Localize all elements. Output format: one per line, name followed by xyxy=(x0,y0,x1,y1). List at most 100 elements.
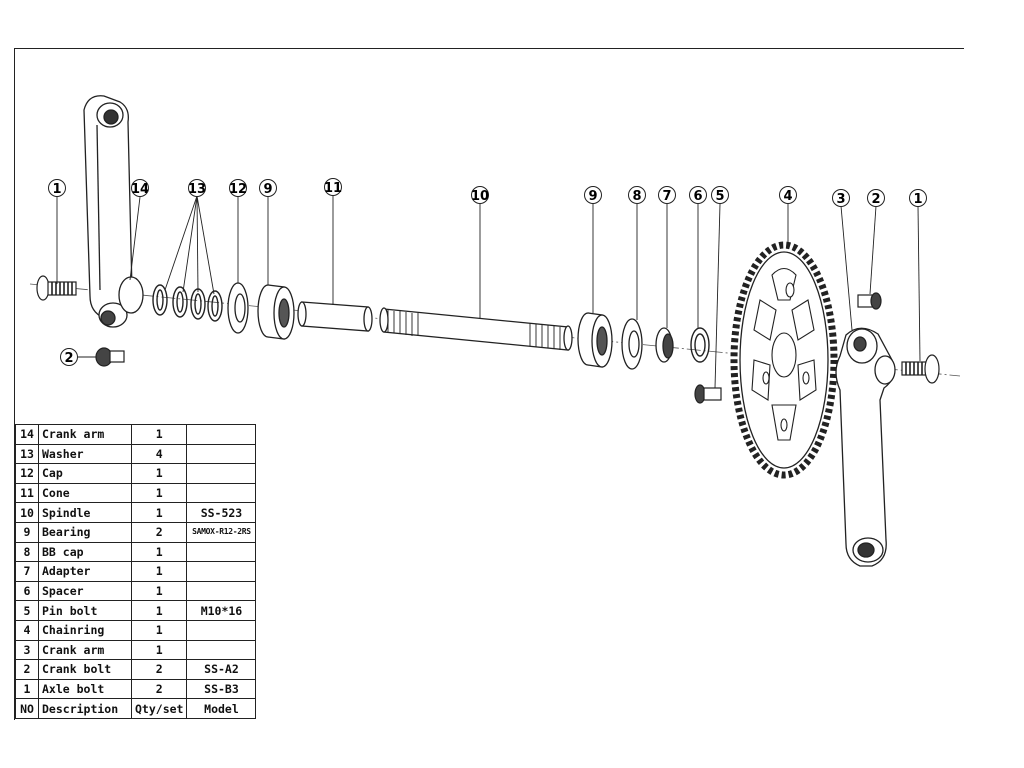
cell-model xyxy=(186,619,257,641)
cell-no: 11 xyxy=(15,482,39,504)
cell-no: 4 xyxy=(15,619,39,641)
callout-6: 6 xyxy=(689,186,707,204)
cell-model: SAMOX-R12-2RS xyxy=(186,521,257,543)
cone xyxy=(297,301,373,332)
callout-2-right: 2 xyxy=(867,189,885,207)
cell-description: Chainring xyxy=(38,619,132,641)
svg-text:6: 6 xyxy=(693,189,702,204)
svg-text:14: 14 xyxy=(131,182,149,197)
cell-qty: 1 xyxy=(130,580,188,602)
right-crank-bolt xyxy=(857,292,882,310)
svg-text:3: 3 xyxy=(836,192,845,207)
cell-no: 2 xyxy=(15,659,39,680)
svg-text:12: 12 xyxy=(229,182,247,197)
svg-text:10: 10 xyxy=(471,189,489,204)
svg-text:9: 9 xyxy=(263,182,272,197)
header-description: Description xyxy=(38,698,132,719)
cell-model: M10*16 xyxy=(186,600,257,621)
svg-text:11: 11 xyxy=(324,181,342,196)
callout-13: 13 xyxy=(188,179,206,197)
callout-2-left: 2 xyxy=(60,348,78,366)
cell-description: Spindle xyxy=(38,502,132,523)
svg-text:8: 8 xyxy=(632,189,641,204)
cell-model: SS-523 xyxy=(186,502,257,523)
callout-12: 12 xyxy=(229,179,247,197)
cell-model xyxy=(186,639,257,661)
callout-8: 8 xyxy=(628,186,646,204)
callout-5: 5 xyxy=(711,186,729,204)
callout-4: 4 xyxy=(779,186,797,204)
header-qty: Qty/set xyxy=(130,698,188,719)
cell-no: 3 xyxy=(15,639,39,661)
cell-qty: 1 xyxy=(130,619,188,641)
adapter xyxy=(655,327,674,363)
cell-description: Cap xyxy=(38,463,132,484)
cell-model xyxy=(186,580,257,602)
header-model: Model xyxy=(186,698,257,719)
cell-description: Crank arm xyxy=(38,424,132,445)
cap xyxy=(227,282,249,334)
left-axle-bolt xyxy=(36,275,77,301)
callout-9-left: 9 xyxy=(259,179,277,197)
cell-description: BB cap xyxy=(38,541,132,563)
frame-left-border xyxy=(14,48,15,720)
right-crank-arm xyxy=(835,327,896,567)
leader-lines xyxy=(56,195,921,389)
cell-qty: 2 xyxy=(130,659,188,680)
cell-description: Spacer xyxy=(38,580,132,602)
cell-qty: 1 xyxy=(130,639,188,661)
spindle xyxy=(379,307,573,351)
right-axle-bolt xyxy=(901,354,940,384)
frame-top-border xyxy=(14,48,964,49)
cell-no: 12 xyxy=(15,463,39,484)
cell-qty: 2 xyxy=(130,678,188,700)
callout-labels: 1 14 13 12 9 11 10 9 8 7 6 5 4 3 2 1 2 xyxy=(48,178,927,366)
callout-7: 7 xyxy=(658,186,676,204)
svg-text:2: 2 xyxy=(64,351,73,366)
cell-model xyxy=(186,561,257,582)
svg-text:1: 1 xyxy=(913,192,922,207)
cell-no: 9 xyxy=(15,521,39,543)
cell-no: 6 xyxy=(15,580,39,602)
bb-cap xyxy=(621,318,643,370)
cell-description: Washer xyxy=(38,443,132,465)
cell-model xyxy=(186,443,257,465)
cell-qty: 1 xyxy=(130,600,188,621)
cell-no: 14 xyxy=(15,424,39,445)
callout-1-right: 1 xyxy=(909,189,927,207)
svg-text:4: 4 xyxy=(783,189,792,204)
left-crank-arm xyxy=(83,95,144,328)
cell-no: 8 xyxy=(15,541,39,563)
cell-description: Bearing xyxy=(38,521,132,543)
cell-no: 5 xyxy=(15,600,39,621)
callout-14: 14 xyxy=(131,179,149,197)
cell-qty: 1 xyxy=(130,482,188,504)
right-bearing xyxy=(577,312,613,368)
svg-text:7: 7 xyxy=(662,189,671,204)
svg-text:13: 13 xyxy=(188,182,206,197)
cell-description: Axle bolt xyxy=(38,678,132,700)
left-crank-bolt xyxy=(95,347,125,367)
callout-3: 3 xyxy=(832,189,850,207)
cell-model: SS-A2 xyxy=(186,659,257,680)
svg-text:1: 1 xyxy=(52,182,61,197)
spacer xyxy=(690,327,710,363)
cell-qty: 1 xyxy=(130,541,188,563)
header-no: NO xyxy=(15,698,39,719)
svg-text:2: 2 xyxy=(871,192,880,207)
callout-9-right: 9 xyxy=(584,186,602,204)
cell-no: 7 xyxy=(15,561,39,582)
